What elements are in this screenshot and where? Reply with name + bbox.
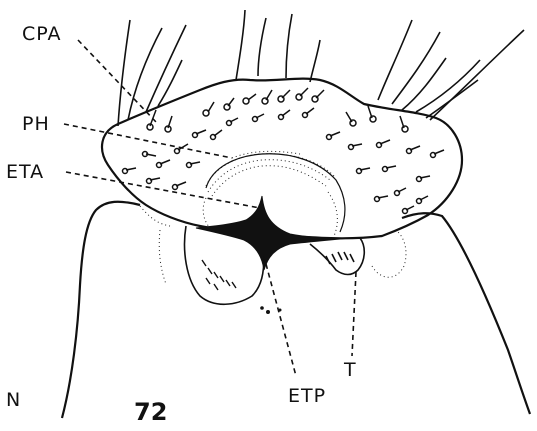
cpa-leader [78, 40, 156, 122]
lower-lobes [140, 206, 406, 314]
plate-setae [123, 88, 445, 214]
label-t: T [343, 359, 357, 381]
label-eta: ETA [6, 161, 44, 183]
figure-number: 72 [134, 398, 167, 426]
label-etp: ETP [288, 385, 326, 407]
label-ph: PH [22, 113, 50, 135]
ph-region [203, 151, 345, 236]
etp-leader [266, 264, 296, 376]
t-leader [352, 272, 356, 356]
label-cpa: CPA [22, 23, 62, 45]
setae-long [118, 10, 524, 126]
leader-lines [64, 40, 356, 376]
eta-leader [66, 172, 260, 208]
side-label-n: N [6, 389, 21, 411]
